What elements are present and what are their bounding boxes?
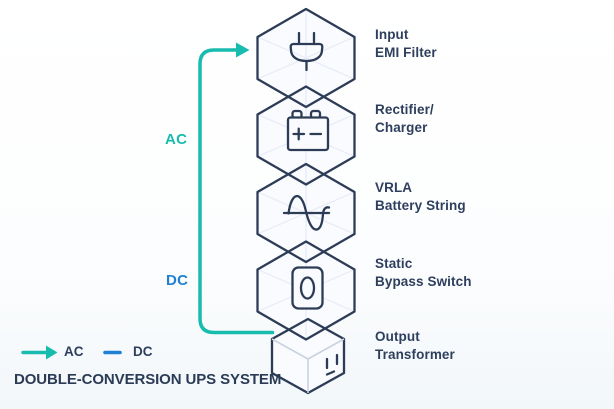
label-line: Charger <box>375 120 428 135</box>
switch-icon <box>291 266 324 310</box>
plug-icon <box>289 31 324 72</box>
ac-flow-path <box>198 48 275 335</box>
node-outlines <box>256 7 356 395</box>
label-line: Output <box>375 329 420 344</box>
label-line: Rectifier/ <box>375 102 434 117</box>
legend-dc-label: DC <box>133 344 153 359</box>
hex-rectifier-charger <box>256 85 356 186</box>
legend-ac-arrow <box>21 345 58 360</box>
label-line: Input <box>375 27 409 42</box>
label-line: VRLA <box>375 180 413 195</box>
label-output-transformer: Output Transformer <box>375 328 505 364</box>
label-line: Bypass Switch <box>375 274 472 289</box>
output-transformer-box <box>270 317 346 395</box>
hex-vrla-battery <box>256 162 356 264</box>
label-vrla-battery-string: VRLA Battery String <box>375 179 505 215</box>
ac-flow-arrowhead <box>236 42 250 58</box>
ac-section-label: AC <box>165 131 188 148</box>
page-title: DOUBLE-CONVERSION UPS SYSTEM <box>14 371 282 388</box>
label-input-emi-filter: Input EMI Filter <box>375 26 505 62</box>
hex-input-emi-filter <box>256 7 356 109</box>
hex-static-bypass <box>256 240 356 341</box>
sine-wave-icon <box>282 194 331 231</box>
label-static-bypass-switch: Static Bypass Switch <box>375 255 505 291</box>
battery-icon <box>286 109 330 152</box>
label-rectifier-charger: Rectifier/ Charger <box>375 101 505 137</box>
label-line: Battery String <box>375 198 466 213</box>
outlet-icon <box>325 353 339 376</box>
legend-ac-label: AC <box>64 344 84 359</box>
label-line: Static <box>375 256 413 271</box>
label-line: EMI Filter <box>375 45 437 60</box>
dc-section-label: DC <box>166 272 189 289</box>
label-line: Transformer <box>375 347 455 362</box>
